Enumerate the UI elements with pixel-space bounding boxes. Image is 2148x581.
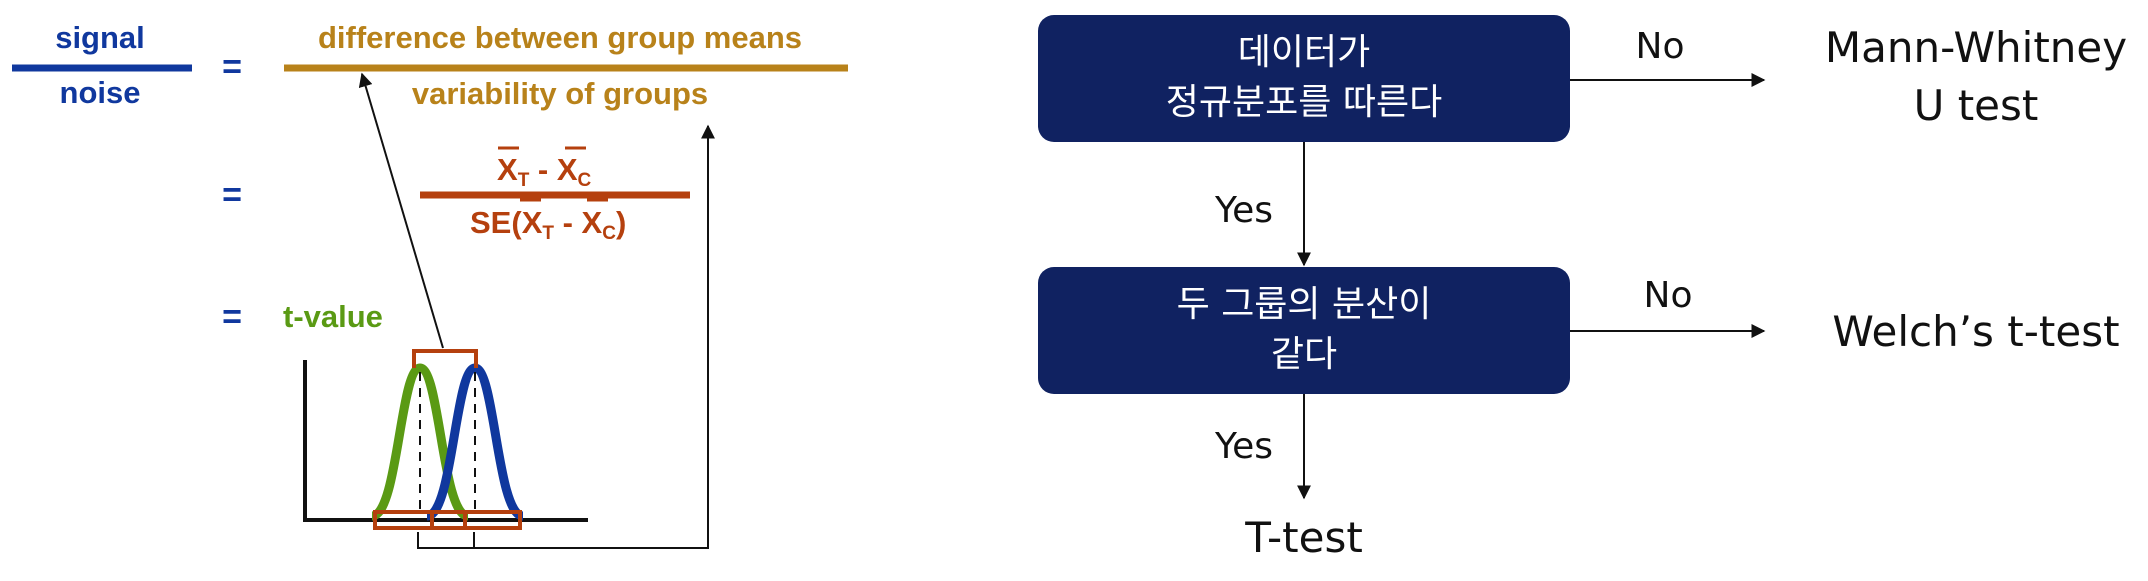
xt-subscript: T bbox=[518, 170, 530, 191]
welch-t-test-result: Welch’s t-test bbox=[1832, 307, 2119, 356]
normality-decision-box bbox=[1038, 15, 1570, 142]
mann-whitney-result-line1: Mann-Whitney bbox=[1825, 23, 2127, 72]
normality-decision-line2: 정규분포를 따른다 bbox=[1166, 82, 1442, 123]
xc-subscript: C bbox=[578, 170, 592, 191]
group-variability-label: variability of groups bbox=[412, 76, 708, 111]
no-label-1: No bbox=[1636, 26, 1685, 67]
signal-label: signal bbox=[55, 20, 145, 55]
se-xc-symbol: X bbox=[582, 205, 603, 240]
yes-label-2: Yes bbox=[1214, 426, 1273, 467]
equals-sign-2: = bbox=[222, 176, 242, 214]
se-minus: - bbox=[554, 205, 582, 240]
se-prefix: SE( bbox=[470, 205, 522, 240]
svg-text:SE(XT - XC): SE(XT - XC) bbox=[470, 205, 626, 244]
se-xt-subscript: T bbox=[542, 223, 554, 244]
yes-label-1: Yes bbox=[1214, 190, 1273, 231]
variability-connector bbox=[417, 124, 715, 549]
mean-difference-numerator: XT - XC bbox=[497, 146, 592, 191]
se-xt-symbol: X bbox=[522, 205, 543, 240]
t-test-result: T-test bbox=[1244, 513, 1363, 562]
se-suffix: ) bbox=[616, 205, 626, 240]
signal-noise-formula: signal noise = = = difference between gr… bbox=[12, 20, 848, 336]
standard-error-denominator: SE(XT - XC) bbox=[470, 198, 626, 244]
equals-sign-3: = bbox=[222, 298, 242, 336]
equals-sign-1: = bbox=[222, 48, 242, 86]
test-selection-flowchart: 데이터가 정규분포를 따른다 두 그룹의 분산이 같다 No No Yes Ye… bbox=[1038, 15, 2127, 562]
mann-whitney-result-line2: U test bbox=[1914, 81, 2039, 130]
numerator-minus: - bbox=[529, 152, 557, 187]
equal-variance-decision-box bbox=[1038, 267, 1570, 394]
svg-text:XT - XC: XT - XC bbox=[497, 152, 592, 191]
distribution-illustration bbox=[303, 72, 715, 549]
t-value-label: t-value bbox=[283, 299, 383, 334]
xt-symbol: X bbox=[497, 152, 518, 187]
treatment-spread-bracket bbox=[373, 510, 467, 530]
mean-difference-bracket bbox=[412, 349, 478, 368]
mean-difference-arrow bbox=[358, 72, 444, 349]
group-means-difference-label: difference between group means bbox=[318, 20, 802, 55]
xc-symbol: X bbox=[557, 152, 578, 187]
no-label-2: No bbox=[1644, 275, 1693, 316]
normality-decision-line1: 데이터가 bbox=[1238, 32, 1370, 73]
se-xc-subscript: C bbox=[602, 223, 616, 244]
equal-variance-decision-line2: 같다 bbox=[1271, 334, 1337, 375]
equal-variance-decision-line1: 두 그룹의 분산이 bbox=[1177, 284, 1432, 325]
control-spread-bracket bbox=[430, 510, 522, 530]
noise-label: noise bbox=[60, 75, 141, 110]
